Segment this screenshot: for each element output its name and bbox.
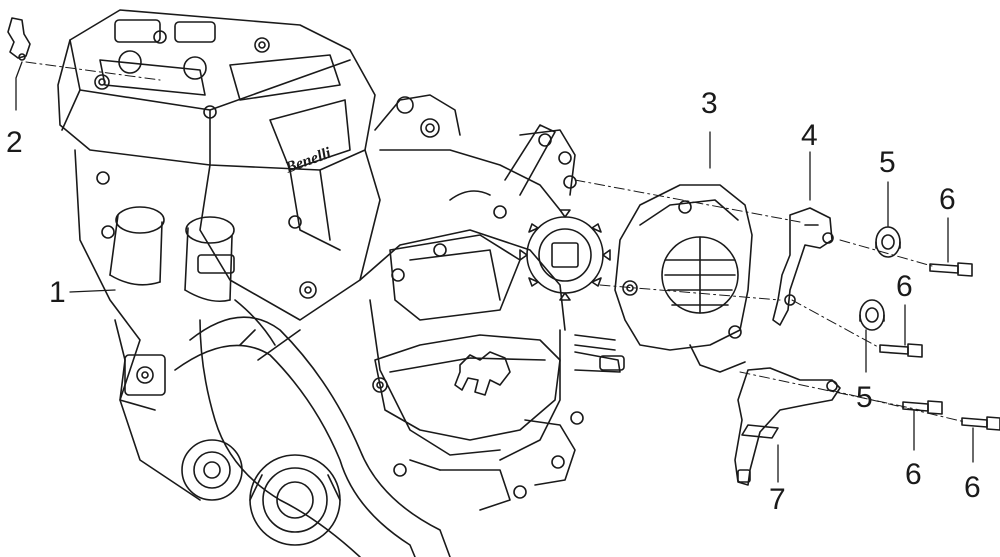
- callout-5-upper: 5: [879, 146, 896, 179]
- callout-1: 1: [49, 276, 66, 309]
- callout-3: 3: [701, 87, 718, 120]
- assembly-lines: [25, 61, 966, 423]
- part-6-bolt-a: [929, 262, 973, 277]
- part-5-grommet-lower: [859, 299, 885, 331]
- output-sprocket: [519, 209, 611, 301]
- callout-6-a: 6: [939, 183, 956, 216]
- brand-logo: Benelli: [282, 144, 334, 177]
- part-6-bolt-b: [879, 343, 923, 358]
- callout-7: 7: [769, 483, 786, 516]
- leader-lines: [15, 61, 974, 483]
- callout-5-lower: 5: [856, 381, 873, 414]
- engine-assembly: Benelli: [57, 9, 625, 557]
- part-7-bracket: [734, 367, 841, 486]
- callout-6-c: 6: [905, 458, 922, 491]
- callout-6-d: 6: [964, 471, 981, 504]
- part-6-bolt-d: [961, 416, 1000, 431]
- callout-6-b: 6: [896, 270, 913, 303]
- part-3-sprocket-cover: [614, 184, 753, 373]
- part-5-grommet-upper: [875, 226, 901, 258]
- part-2-bracket: [7, 17, 31, 61]
- part-4-bracket: [772, 207, 834, 326]
- callout-4: 4: [801, 119, 818, 152]
- callout-2: 2: [6, 126, 23, 159]
